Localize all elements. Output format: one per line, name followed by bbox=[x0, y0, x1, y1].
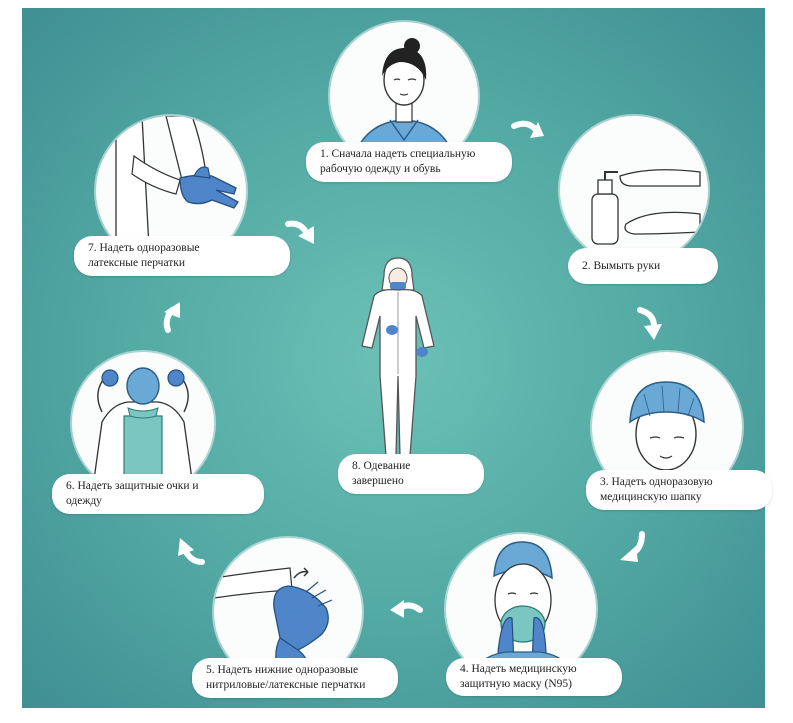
arrow-icon bbox=[637, 307, 662, 340]
step-1-label: 1. Сначала надеть специальную рабочую од… bbox=[306, 142, 512, 182]
step-8-label: 8. Одевание завершено bbox=[338, 454, 484, 494]
arrow-icon bbox=[511, 120, 544, 138]
infographic-panel: 1. Сначала надеть специальную рабочую од… bbox=[22, 8, 772, 708]
gloves-icon bbox=[115, 116, 239, 266]
step-6-label: 6. Надеть защитные очки и одежду bbox=[52, 474, 264, 514]
arrow-icon bbox=[285, 220, 314, 244]
step-2-label: 2. Вымыть руки bbox=[568, 248, 718, 284]
gown-icon bbox=[91, 367, 195, 494]
arrow-icon bbox=[390, 600, 423, 618]
step-2-illustration bbox=[560, 116, 708, 264]
step-5-label: 5. Надеть нижние одноразовые нитриловые/… bbox=[192, 658, 398, 698]
arrow-icon bbox=[163, 302, 180, 333]
arrow-icon bbox=[620, 531, 645, 562]
step-3-label: 3. Надеть одноразовую медицинскую шапку bbox=[586, 470, 772, 510]
step-6-illustration bbox=[72, 352, 214, 494]
arrow-icon bbox=[178, 538, 205, 565]
handwash-icon bbox=[591, 169, 701, 245]
step-4-label: 4. Надеть медицинскую защитную маску (N9… bbox=[446, 658, 622, 696]
cap-icon bbox=[629, 381, 705, 471]
protective-suit-icon bbox=[361, 257, 435, 457]
step-7-label: 7. Надеть одноразовые латексные перчатки bbox=[74, 236, 290, 276]
